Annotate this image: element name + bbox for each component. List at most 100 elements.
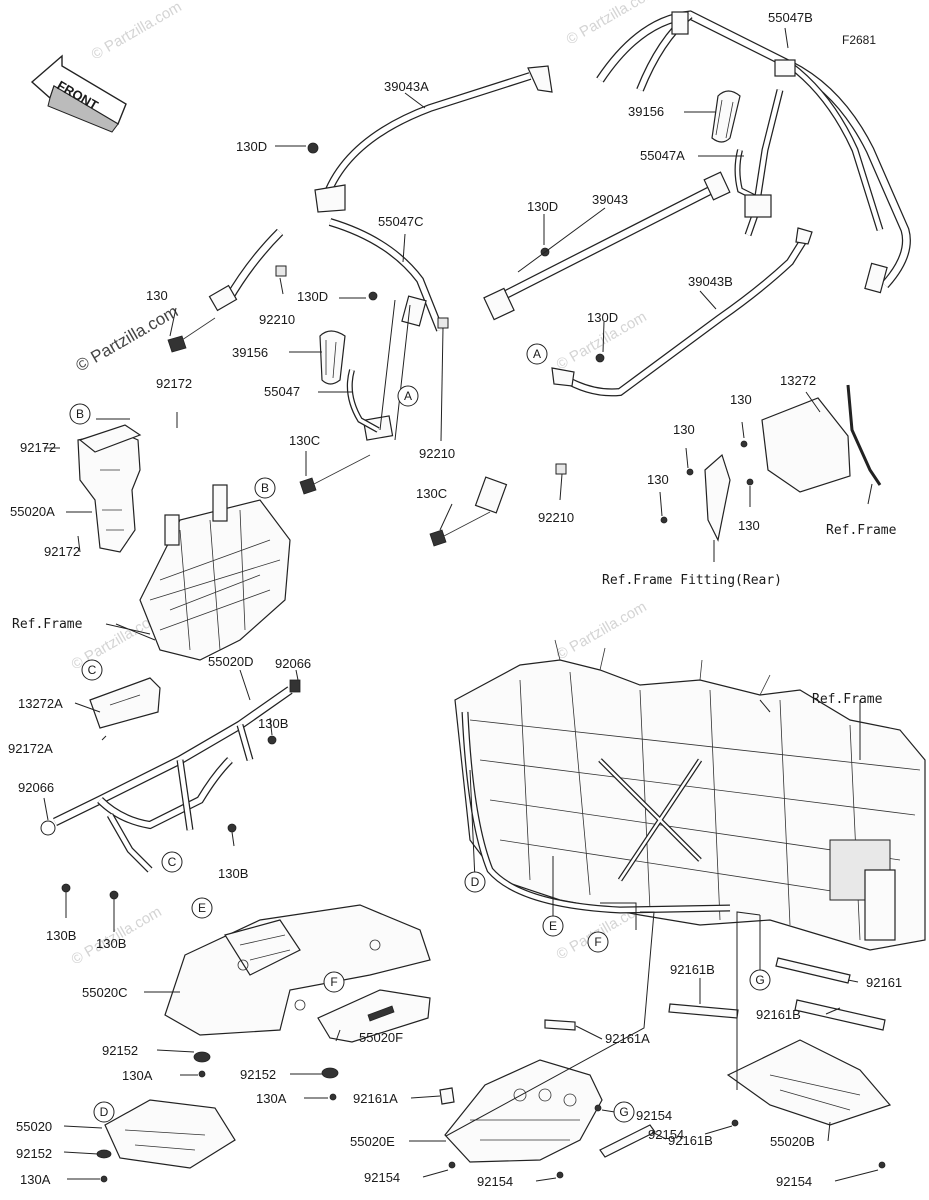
callout-e-1: E [542,915,564,937]
skid-55020E [444,1059,603,1163]
label-39043A: 39043A [384,79,429,94]
label-55047: 55047 [264,384,300,399]
rear-brace-55047A [734,89,784,237]
svg-text:E: E [198,901,206,915]
label-55047C: 55047C [378,214,424,229]
label-39156-top: 39156 [628,104,664,119]
label-92161B-3: 92161B [668,1133,713,1148]
label-92154-2: 92154 [648,1127,684,1142]
label-92154-3: 92154 [364,1170,400,1185]
label-130C-1: 130C [289,433,320,448]
label-130-b: 130 [673,422,695,437]
callout-g-1: G [749,969,771,991]
callout-circles: A A B B C C D D E E F F G G [69,343,771,1123]
callout-c-1: C [81,659,103,681]
strips-92161 [439,957,886,1158]
label-13272A: 13272A [18,696,63,711]
label-130D-1: 130D [236,139,267,154]
label-92154-4: 92154 [477,1174,513,1189]
label-130B-2: 130B [218,866,248,881]
label-92161B-2: 92161B [756,1007,801,1022]
label-130-left: 130 [146,288,168,303]
brace-55047 [346,369,380,433]
label-92210-1: 92210 [259,312,295,327]
label-130-d: 130 [738,518,760,533]
skid-55020C [164,904,431,1036]
label-92161B-1: 92161B [670,962,715,977]
label-55020E: 55020E [350,1134,395,1149]
callout-b-1: B [69,403,91,425]
svg-text:F: F [594,935,601,949]
skid-55020B [726,1039,892,1126]
callout-a-1: A [397,385,419,407]
fasteners-lower-left [96,1051,339,1183]
label-92172-1: 92172 [156,376,192,391]
skid-55020A [77,424,142,553]
grab-handle-mid [319,330,346,385]
label-130-c: 130 [647,472,669,487]
label-92066-1: 92066 [275,656,311,671]
label-92154-1: 92154 [636,1108,672,1123]
label-55020A: 55020A [10,504,55,519]
roll-cage-rear [596,10,911,294]
grab-handle-top [711,90,741,143]
svg-text:F: F [330,975,337,989]
svg-text:E: E [549,919,557,933]
label-92172-3: 92172 [44,544,80,559]
label-92172A: 92172A [8,741,53,756]
label-130A-1: 130A [122,1068,153,1083]
callout-f-1: F [587,931,609,953]
svg-text:A: A [404,389,412,403]
front-arrow-icon: FRONT [30,54,127,133]
label-130B-4: 130B [96,936,126,951]
label-130A-3: 130A [20,1172,51,1187]
front-frame-section [139,484,291,661]
callout-d-2: D [93,1101,115,1123]
watermark-5: © Partzilla.com [554,598,650,663]
ref-frame-lower: Ref.Frame [812,692,883,707]
callout-d-1: D [464,871,486,893]
callout-g-2: G [613,1101,635,1123]
svg-text:D: D [471,875,480,889]
label-92066-2: 92066 [18,780,54,795]
bolts-upper [167,142,605,547]
copyright-text: © Partzilla.com [73,302,182,376]
figure-code: F2681 [842,33,876,47]
roll-cage-front [208,216,526,514]
label-130B-1: 130B [258,716,288,731]
label-92161A-2: 92161A [353,1091,398,1106]
label-130A-2: 130A [256,1091,287,1106]
label-39156-mid: 39156 [232,345,268,360]
callout-b-2: B [254,477,276,499]
label-92152-1: 92152 [102,1043,138,1058]
label-130D-4: 130D [587,310,618,325]
bumper-55020D [40,679,301,900]
label-92154-5: 92154 [776,1174,812,1189]
label-39043B: 39043B [688,274,733,289]
ref-frame-left: Ref.Frame [12,617,83,632]
skid-55020F [317,989,431,1043]
svg-text:A: A [533,347,541,361]
watermark-1: © Partzilla.com [89,0,185,63]
label-130D-3: 130D [297,289,328,304]
callout-a-2: A [526,343,548,365]
plate-13272 [660,384,882,542]
label-55047B: 55047B [768,10,813,25]
label-92161: 92161 [866,975,902,990]
label-92210-3: 92210 [538,510,574,525]
callout-f-2: F [323,971,345,993]
bar-39043 [483,171,731,321]
label-55020F: 55020F [359,1030,403,1045]
label-92152-3: 92152 [16,1146,52,1161]
label-130-a: 130 [730,392,752,407]
leader-lines [43,27,879,1182]
label-13272: 13272 [780,373,816,388]
label-130C-2: 130C [416,486,447,501]
label-55020: 55020 [16,1119,52,1134]
skid-55020 [104,1099,236,1169]
label-130D-2: 130D [527,199,558,214]
ref-frame-fitting-rear: Ref.Frame Fitting(Rear) [602,573,782,588]
label-55020C: 55020C [82,985,128,1000]
svg-text:C: C [88,663,97,677]
label-92210-2: 92210 [419,446,455,461]
